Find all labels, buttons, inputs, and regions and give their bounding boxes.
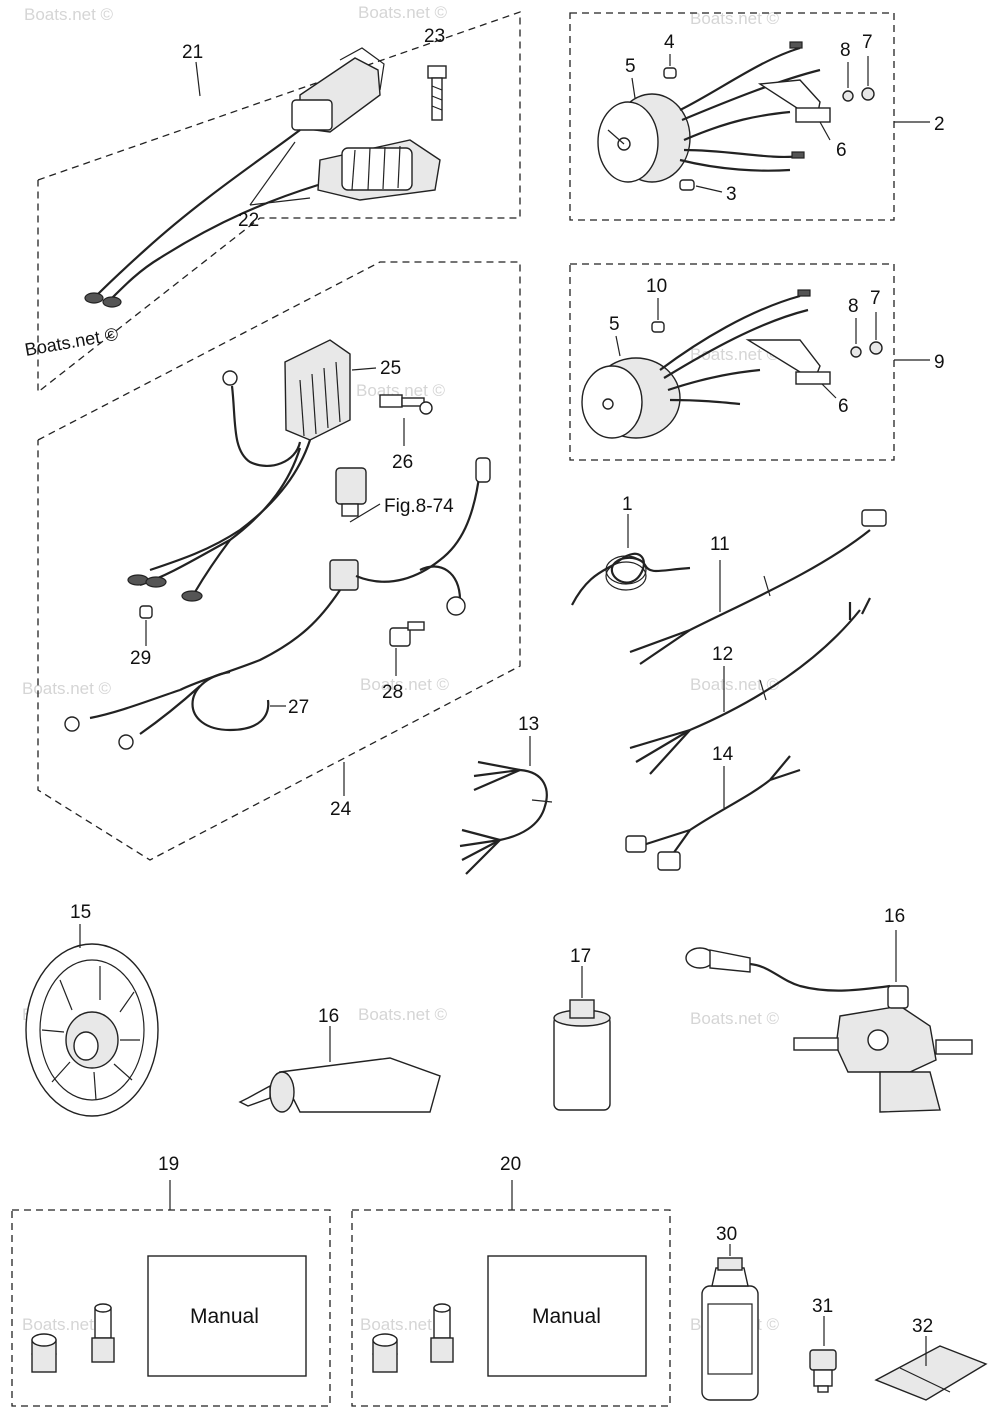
callout-26: 26 (392, 452, 413, 473)
spring-1 (571, 552, 691, 606)
callout-6: 6 (836, 140, 847, 161)
callout-31: 31 (812, 1296, 833, 1317)
callout-2: 2 (934, 114, 945, 135)
group-20-kit: 20 Manual (351, 1154, 671, 1407)
watermark: Boats.net © (690, 9, 780, 28)
meter-gauge (597, 93, 691, 183)
callout-3: 3 (726, 184, 737, 205)
screw-23 (427, 65, 447, 121)
callout-6b: 6 (838, 396, 849, 417)
watermark: Boats.net © (360, 675, 450, 694)
callout-7: 7 (862, 32, 873, 53)
pad-32 (874, 1345, 988, 1401)
callout-4: 4 (664, 32, 675, 53)
relay (335, 467, 367, 517)
meter-gauge-2 (581, 357, 681, 439)
callout-16: 16 (318, 1006, 339, 1027)
callout-12: 12 (712, 644, 733, 665)
callout-7b: 7 (870, 288, 881, 309)
callout-24: 24 (330, 799, 352, 820)
primer-16 (685, 947, 973, 1113)
callout-9: 9 (934, 352, 945, 373)
watermark: Boats.net © (360, 1315, 450, 1334)
callout-22: 22 (238, 210, 259, 231)
callout-10: 10 (646, 276, 667, 297)
callout-15: 15 (70, 902, 91, 923)
callout-8b: 8 (848, 296, 859, 317)
ignition-coil-upper (291, 47, 385, 133)
cable-11 (629, 509, 887, 665)
group-24-rectifier-harness: 24 25 26 (37, 261, 521, 861)
watermark: Boats.net © (22, 679, 112, 698)
cable-14 (625, 755, 801, 871)
watermark: Boats.net © (356, 381, 446, 400)
callout-5b: 5 (609, 314, 620, 335)
callout-13: 13 (518, 714, 539, 735)
cable-13 (459, 760, 553, 875)
callout-29: 29 (130, 648, 151, 669)
callout-23: 23 (424, 26, 445, 47)
callout-32: 32 (912, 1316, 933, 1337)
drain-plug (372, 1333, 398, 1373)
fitting-31 (809, 1349, 837, 1393)
manual-title: Manual (190, 1305, 259, 1328)
watermark: Boats.net © (690, 1009, 780, 1028)
callout-19: 19 (158, 1154, 179, 1175)
group-9-meter: 9 6 8 7 5 10 (569, 263, 945, 461)
callout-11: 11 (710, 534, 730, 555)
fig-ref: Fig.8-74 (384, 496, 454, 517)
callout-17: 17 (570, 946, 591, 967)
flywheel-15 (25, 943, 159, 1117)
group-19-kit: 19 Manual (11, 1154, 331, 1407)
callout-25: 25 (380, 358, 401, 379)
callout-5: 5 (625, 56, 636, 77)
watermark: Boats.net © (22, 1315, 112, 1334)
valve-screw (430, 1303, 454, 1363)
bolt-26 (379, 394, 433, 415)
switch-28 (389, 621, 425, 647)
callout-27: 27 (288, 697, 309, 718)
ignition-coil-lower (317, 139, 441, 201)
bottle-30 (701, 1257, 759, 1401)
group-2-meter: 2 6 8 7 5 4 3 (569, 12, 945, 221)
rectifier-25 (284, 339, 351, 441)
group-21-ignition-coils: 21 22 23 (37, 11, 521, 394)
drain-plug (31, 1333, 57, 1373)
can-17 (553, 999, 611, 1111)
callout-8: 8 (840, 40, 851, 61)
watermark: Boats.net © (690, 675, 780, 694)
cable-12 (629, 597, 871, 775)
callout-16b: 16 (884, 906, 905, 927)
callout-14: 14 (712, 744, 734, 765)
callout-21: 21 (182, 42, 203, 63)
watermark: Boats.net © (24, 5, 114, 24)
callout-20: 20 (500, 1154, 521, 1175)
callout-28: 28 (382, 682, 403, 703)
valve-screw (91, 1303, 115, 1363)
watermark: Boats.net © (358, 3, 448, 22)
callout-30: 30 (716, 1224, 737, 1245)
grease-tube-16 (238, 1057, 441, 1113)
watermark: Boats.net © (358, 1005, 448, 1024)
callout-1: 1 (622, 494, 633, 515)
manual-title: Manual (532, 1305, 601, 1328)
